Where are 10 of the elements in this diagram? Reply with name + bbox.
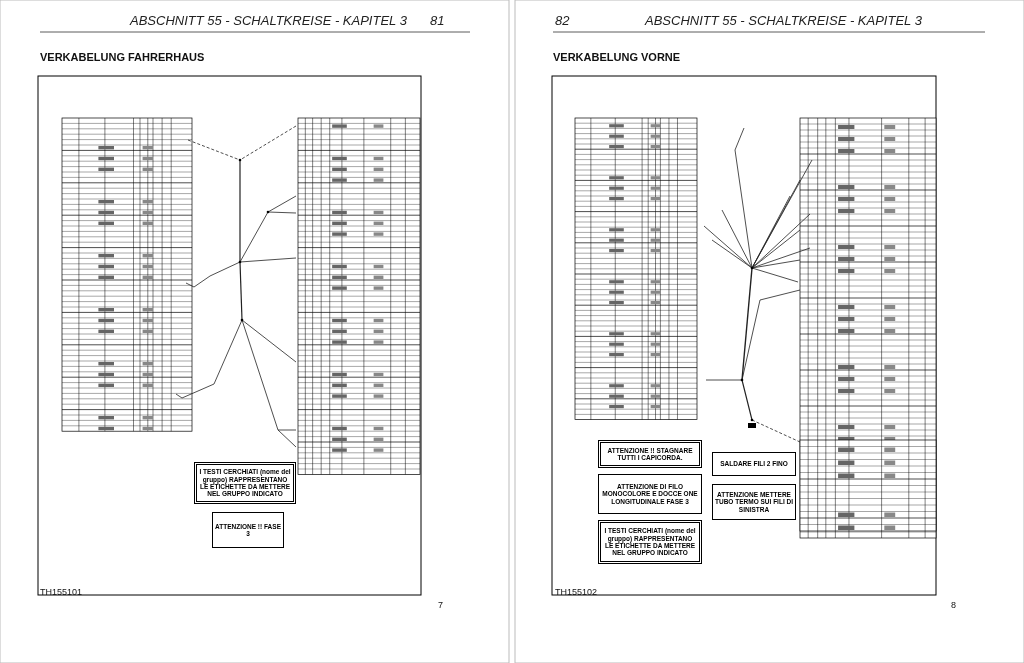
page-header: ABSCHNITT 55 - SCHALTKREISE - KAPITEL 3 (130, 13, 407, 28)
section-title: VERKABELUNG FAHRERHAUS (40, 51, 205, 63)
page-header: ABSCHNITT 55 - SCHALTKREISE - KAPITEL 3 (645, 13, 922, 28)
figure-code: TH155102 (555, 587, 598, 597)
page-number: 7 (438, 600, 443, 610)
section-title: VERKABELUNG VORNE (553, 51, 681, 63)
page-number: 81 (430, 13, 445, 28)
page-number: 82 (555, 13, 570, 28)
figure-code: TH155101 (40, 587, 83, 597)
page-number: 8 (951, 600, 956, 610)
